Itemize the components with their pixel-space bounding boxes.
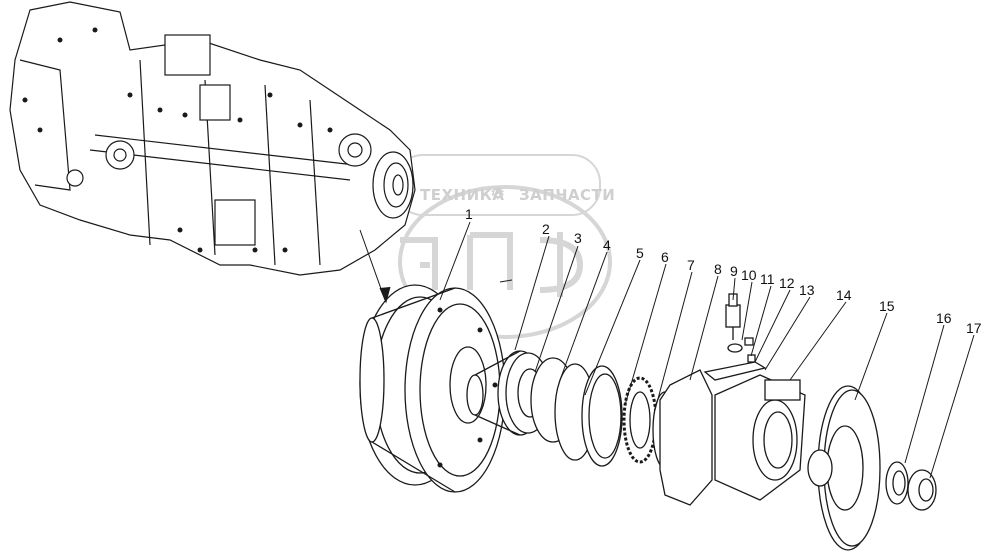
parts [359,284,937,551]
callout-1[interactable]: 1 [465,206,473,222]
part-15-flange [807,385,881,551]
part-8-cover [659,369,713,506]
part-17-nut [907,469,937,511]
callout-15[interactable]: 15 [879,298,895,314]
watermark [394,154,612,339]
callout-13[interactable]: 13 [799,282,815,298]
callout-14[interactable]: 14 [836,287,852,303]
callout-11[interactable]: 11 [760,271,775,287]
callout-17[interactable]: 17 [966,320,982,336]
part-13-plate [703,361,767,381]
callout-4[interactable]: 4 [603,237,611,253]
callout-10[interactable]: 10 [741,267,757,283]
watermark-right-text: ЗАПЧАСТИ [519,186,616,204]
watermark-left-text: ТЕХНИКА [420,186,505,204]
part-10-washer [727,343,743,353]
callout-3[interactable]: 3 [574,230,582,246]
part-14-bearing-housing [714,374,806,501]
gearbox-housing [9,1,416,276]
leader-lines [359,221,975,479]
callout-7[interactable]: 7 [687,257,695,273]
callout-16[interactable]: 16 [936,310,952,326]
callout-8[interactable]: 8 [714,261,722,277]
callout-5[interactable]: 5 [636,245,644,261]
part-16-washer [885,461,909,505]
part-9-sensor [725,293,741,340]
callout-2[interactable]: 2 [542,221,550,237]
part-11-nut [744,337,754,346]
callout-12[interactable]: 12 [779,275,795,291]
part-1-housing [359,284,506,493]
callout-9[interactable]: 9 [730,263,738,279]
callout-6[interactable]: 6 [661,249,669,265]
gear-icon: ⚙ [490,184,506,204]
